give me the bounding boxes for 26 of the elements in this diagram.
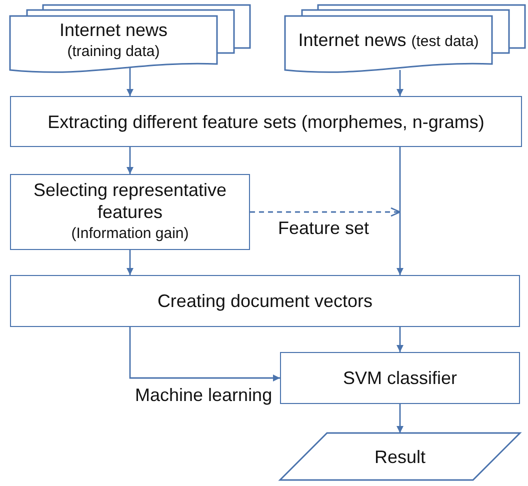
process-box	[10, 174, 250, 250]
node-label: Selecting representative features	[32, 179, 228, 223]
node-label: Creating document vectors	[157, 290, 373, 312]
arrow	[396, 327, 404, 352]
arrow	[396, 404, 404, 433]
arrow	[126, 68, 134, 96]
arrow	[129, 327, 280, 382]
process-box	[280, 352, 520, 404]
arrow	[126, 147, 134, 174]
dashed-arrow	[250, 207, 401, 217]
node-label: Result	[374, 446, 426, 468]
node-label: Internet news	[59, 19, 168, 41]
multi-document-shape	[10, 5, 250, 73]
arrow	[396, 147, 404, 275]
node-label: Extracting different feature sets (morphemes, n-grams)	[48, 110, 484, 132]
node-subtitle: (test data)	[411, 32, 479, 52]
process-box	[10, 275, 520, 327]
process-box	[10, 96, 522, 147]
arrow	[396, 70, 404, 96]
data-parallelogram	[280, 433, 520, 480]
node-label: Internet news	[298, 29, 406, 51]
node-subtitle: (training data)	[67, 42, 160, 62]
node-label: SVM classifier	[342, 367, 458, 389]
node-subtitle: (Information gain)	[71, 224, 189, 244]
arrow	[126, 250, 134, 275]
multi-document-shape	[285, 5, 528, 73]
